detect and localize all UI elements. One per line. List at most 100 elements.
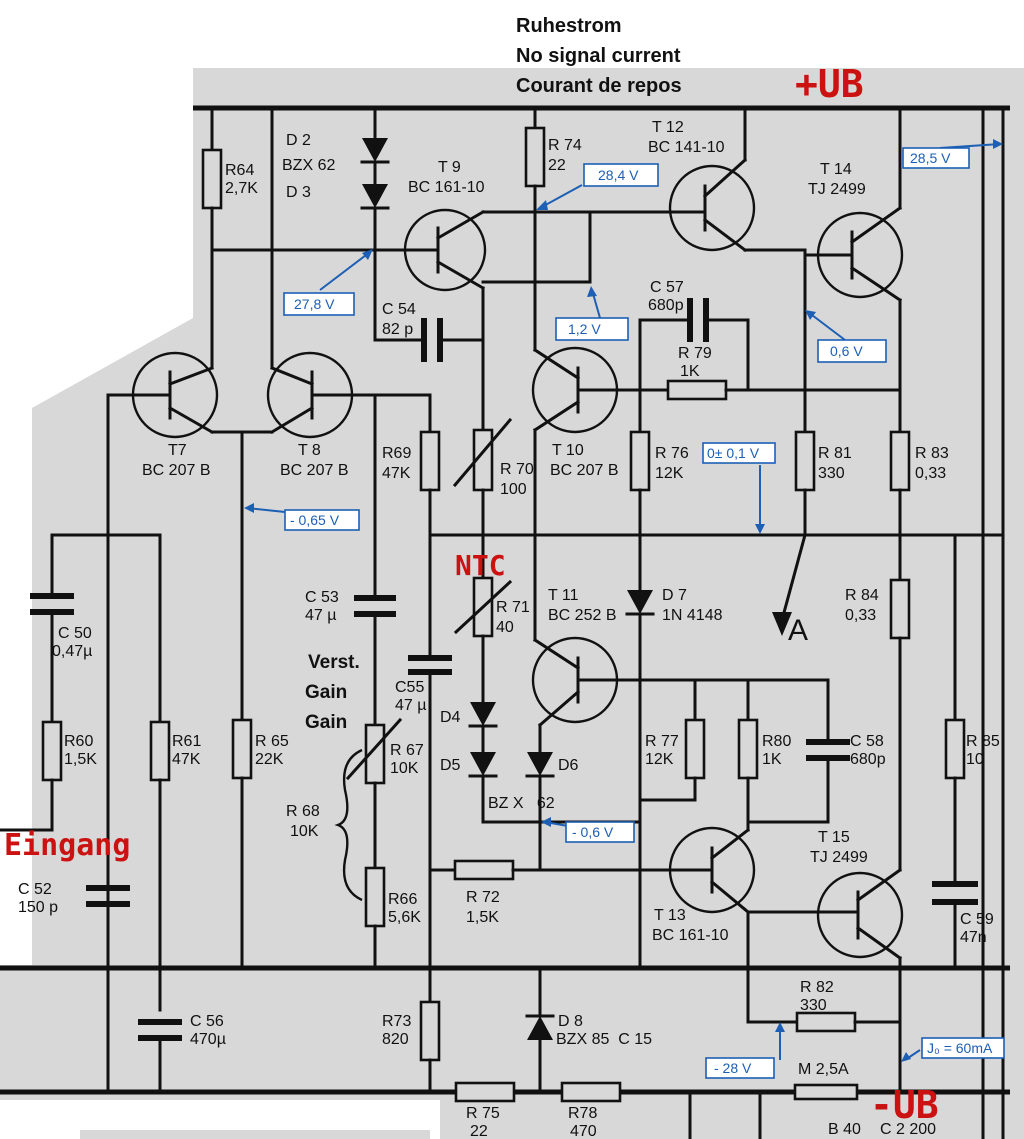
t10-ref: T 10 <box>552 442 584 459</box>
t9-type: BC 161-10 <box>408 179 485 196</box>
resistor-r84 <box>889 578 911 640</box>
r82-value: 330 <box>800 997 827 1014</box>
resistor-r78 <box>560 1081 622 1103</box>
node-a-label: A <box>788 614 808 647</box>
voltage-1-2: 1,2 V <box>568 321 601 337</box>
r73-value: 820 <box>382 1031 409 1048</box>
r65-value: 22K <box>255 751 284 768</box>
t12-ref: T 12 <box>652 119 684 136</box>
voltage-minus-0-6: - 0,6 V <box>572 824 614 840</box>
voltage-minus-28: - 28 V <box>714 1060 752 1076</box>
rail-label-pos: +UB <box>795 62 864 106</box>
t14-type: TJ 2499 <box>808 181 866 198</box>
reservoir-cap-label: C 2 200 <box>880 1121 936 1138</box>
r69-ref: R69 <box>382 445 411 462</box>
t11-ref: T 11 <box>548 587 579 604</box>
t15-type: TJ 2499 <box>810 849 868 866</box>
t8-type: BC 207 B <box>280 462 348 479</box>
c57-ref: C 57 <box>650 279 684 296</box>
bracket-r68 <box>334 748 363 902</box>
rectifier-label: B 40 <box>828 1121 861 1138</box>
r72-value: 1,5K <box>466 909 499 926</box>
resistor-r82 <box>795 1011 857 1033</box>
t8-ref: T 8 <box>298 442 321 459</box>
r65-ref: R 65 <box>255 733 289 750</box>
t14-ref: T 14 <box>820 161 852 178</box>
r72-ref: R 72 <box>466 889 500 906</box>
c59-value: 47n <box>960 929 987 946</box>
r68-ref: R 68 <box>286 803 320 820</box>
r64-ref: R64 <box>225 162 254 179</box>
fuse <box>793 1083 859 1101</box>
r75-ref: R 75 <box>466 1105 500 1122</box>
c52-value: 150 p <box>18 899 58 916</box>
r66-value: 5,6K <box>388 909 421 926</box>
r64-value: 2,7K <box>225 180 258 197</box>
d456-type: BZ X 62 <box>488 795 555 812</box>
d3-ref: D 3 <box>286 184 311 201</box>
c56-ref: C 56 <box>190 1013 224 1030</box>
diode-d4 <box>470 702 496 726</box>
c55-value: 47 µ <box>395 697 426 714</box>
voltage-27-8: 27,8 V <box>294 296 335 312</box>
t12-type: BC 141-10 <box>648 139 725 156</box>
r81-ref: R 81 <box>818 445 852 462</box>
r79-value: 1K <box>680 363 700 380</box>
r73-ref: R73 <box>382 1013 411 1030</box>
transistor-t9 <box>403 208 487 292</box>
c50-value: 0,47µ <box>52 643 92 660</box>
transistor-t10 <box>531 346 619 434</box>
t10-type: BC 207 B <box>550 462 618 479</box>
t9-ref: T 9 <box>438 159 461 176</box>
gain-label-2: Gain <box>305 682 347 703</box>
resistor-r74 <box>524 126 546 188</box>
quiescent-current: J₀ = 60mA <box>927 1040 993 1056</box>
diode-d5 <box>470 752 496 776</box>
d4-ref: D4 <box>440 709 461 726</box>
r70-ref: R 70 <box>500 461 534 478</box>
d8-type: BZX 85 C 15 <box>556 1031 652 1048</box>
transistor-t15 <box>816 871 904 959</box>
voltage-arrows <box>244 139 1003 1062</box>
c56-value: 470µ <box>190 1031 226 1048</box>
resistor-r69 <box>419 430 441 492</box>
voltage-minus-0-65: - 0,65 V <box>290 512 340 528</box>
header-line-2: No signal current <box>516 45 681 67</box>
r76-ref: R 76 <box>655 445 689 462</box>
r83-value: 0,33 <box>915 465 946 482</box>
c57-value: 680p <box>648 297 684 314</box>
ntc-label: NTC <box>455 549 506 582</box>
c53-ref: C 53 <box>305 589 339 606</box>
r85-ref: R 85 <box>966 733 1000 750</box>
diode-d6 <box>527 752 553 776</box>
resistor-r73 <box>419 1000 441 1062</box>
voltage-readouts: 28,4 V 28,5 V 27,8 V 1,2 V 0,6 V - 0,65 … <box>283 147 1005 1079</box>
d7-type: 1N 4148 <box>662 607 723 624</box>
r60-ref: R60 <box>64 733 93 750</box>
r74-ref: R 74 <box>548 137 582 154</box>
resistor-r79 <box>666 379 728 401</box>
voltage-zero: 0± 0,1 V <box>707 445 760 461</box>
t13-type: BC 161-10 <box>652 927 729 944</box>
r81-value: 330 <box>818 465 845 482</box>
r80-value: 1K <box>762 751 782 768</box>
resistor-r66 <box>364 866 386 928</box>
r68-value: 10K <box>290 823 319 840</box>
c52-ref: C 52 <box>18 881 52 898</box>
r70-value: 100 <box>500 481 527 498</box>
c58-value: 680p <box>850 751 886 768</box>
resistor-r83 <box>889 430 911 492</box>
zener-d8 <box>527 1016 553 1040</box>
gain-label-1: Verst. <box>308 652 360 673</box>
transistor-t12 <box>668 164 756 252</box>
resistor-r61 <box>149 720 171 782</box>
resistor-r81 <box>794 430 816 492</box>
d8-ref: D 8 <box>558 1013 583 1030</box>
resistor-r72 <box>453 859 515 881</box>
resistor-r64 <box>201 148 223 210</box>
c53-value: 47 µ <box>305 607 336 624</box>
r77-ref: R 77 <box>645 733 679 750</box>
c55-ref: C55 <box>395 679 424 696</box>
